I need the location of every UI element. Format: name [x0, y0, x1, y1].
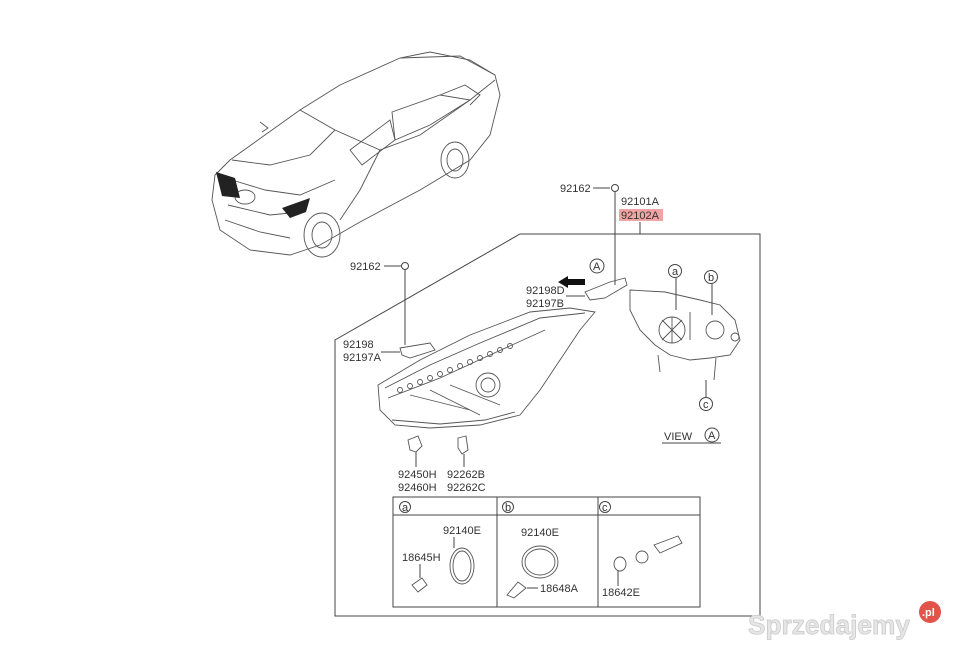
seal-ring-icon	[449, 547, 475, 585]
part-label: 92162	[560, 183, 591, 195]
part-label: 92198D	[526, 285, 565, 297]
callout-circle	[699, 397, 713, 411]
view-label: VIEW	[664, 431, 693, 443]
table-key: c	[602, 502, 608, 514]
marker-label: A	[593, 261, 601, 273]
callout-label: b	[708, 272, 714, 284]
bulb-icon	[613, 556, 627, 572]
part-label: 18642E	[602, 587, 640, 599]
part-label: 92262B	[447, 469, 485, 481]
connector-icon	[653, 535, 683, 554]
callout-label: a	[672, 266, 679, 278]
assembly-frame	[334, 233, 761, 617]
part-label: 92197A	[343, 352, 382, 364]
part-label: 92140E	[443, 525, 481, 537]
bulb-icon	[411, 577, 428, 593]
view-arrow-icon	[558, 276, 585, 288]
part-label: 92198	[343, 339, 374, 351]
part-label: 92101A	[621, 196, 660, 208]
part-label: 92262C	[447, 482, 486, 494]
bracket-icon	[584, 277, 628, 301]
part-label: 18645H	[402, 552, 441, 564]
part-label: 92450H	[398, 469, 437, 481]
bolt-icon	[611, 184, 619, 202]
part-label-highlighted: 92102A	[621, 210, 660, 222]
callout-label: c	[703, 399, 709, 411]
car-illustration	[211, 51, 501, 258]
detail-table: a b c 92140E 18645H 92140E 18648A 18642E	[392, 496, 701, 608]
clip-icon	[457, 435, 469, 455]
marker-circle	[704, 427, 720, 443]
part-label: 92460H	[398, 482, 437, 494]
headlamp-highlight-right	[282, 198, 310, 218]
table-key: b	[505, 502, 511, 514]
headlamp-assembly-drawing	[377, 307, 596, 429]
watermark-tld: .pl	[922, 607, 935, 619]
watermark-logo: Sprzedajemy .pl	[748, 601, 941, 640]
headlamp-rear-view-drawing	[629, 289, 741, 381]
callout-circle	[704, 270, 718, 284]
bolt-icon	[401, 262, 409, 345]
headlamp-highlight-left	[216, 172, 240, 198]
bulb-icon	[506, 581, 527, 599]
highlight-box	[619, 209, 663, 221]
callout-circle	[668, 264, 682, 278]
bracket-icon	[399, 342, 436, 359]
part-label: 92197B	[526, 298, 564, 310]
seal-ring-icon	[521, 545, 559, 579]
part-label: 18648A	[540, 583, 579, 595]
part-label: 92162	[350, 261, 381, 273]
marker-circle	[589, 258, 605, 274]
clip-icon	[407, 435, 423, 453]
marker-label: A	[708, 430, 716, 442]
part-label: 92140E	[521, 527, 559, 539]
socket-icon	[635, 550, 649, 564]
watermark-brand: Sprzedajemy	[748, 610, 910, 640]
table-key: a	[402, 502, 409, 514]
